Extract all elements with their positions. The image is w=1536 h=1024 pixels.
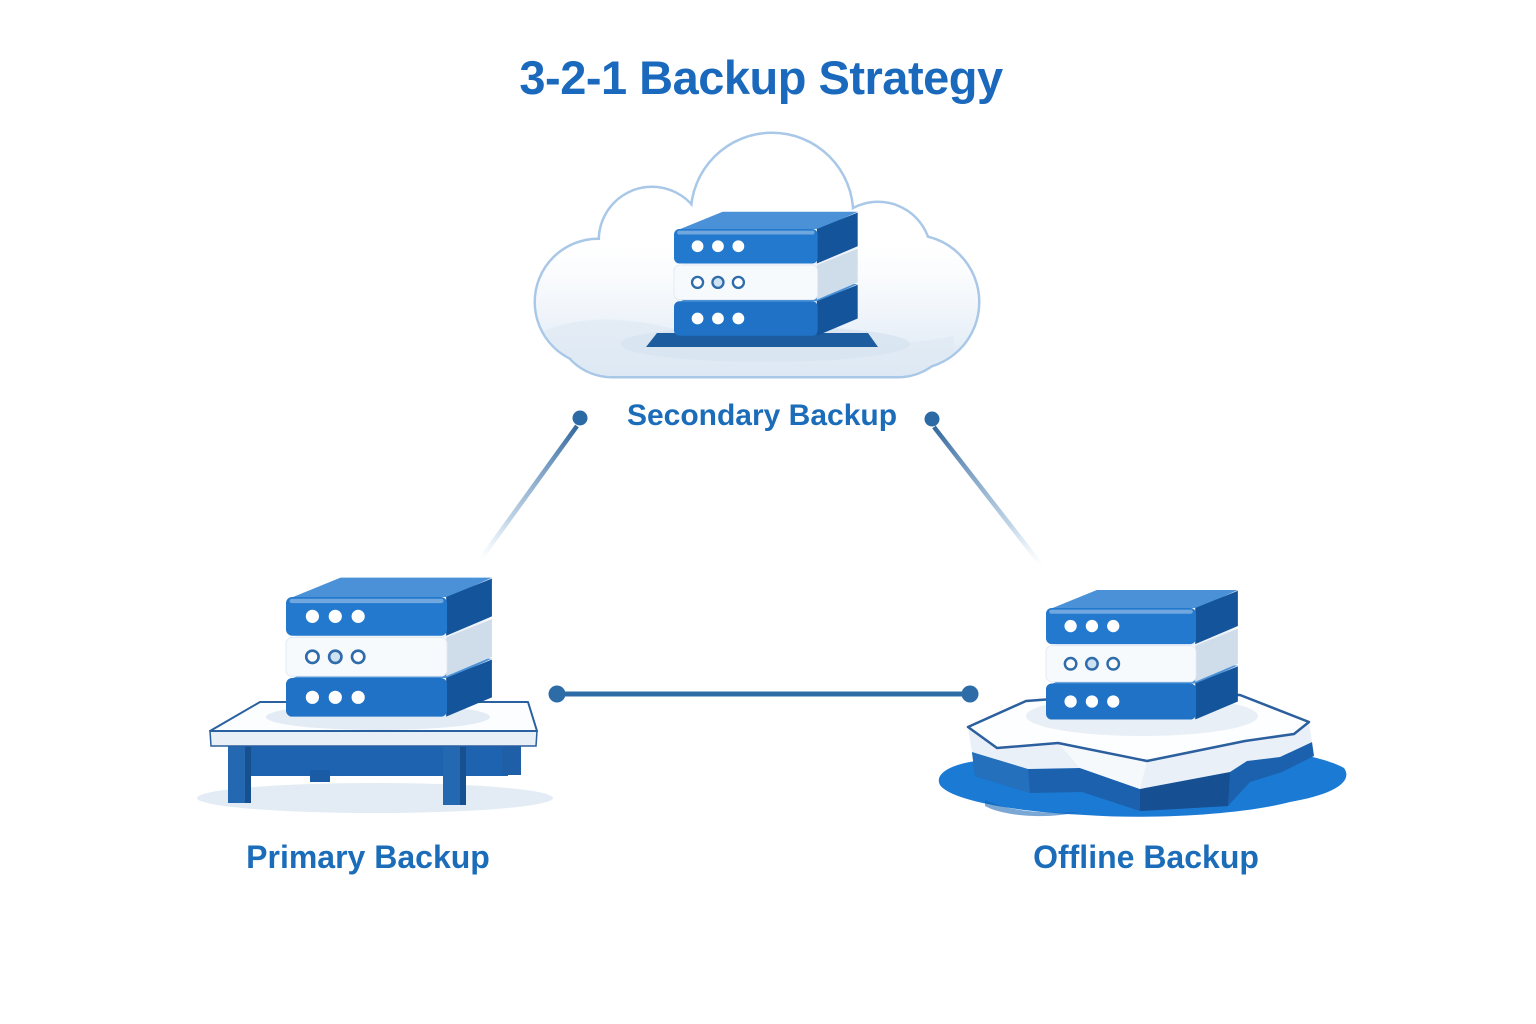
connector-dot: [548, 685, 566, 703]
node-label-primary: Primary Backup: [246, 839, 490, 875]
node-label-secondary: Secondary Backup: [626, 399, 898, 432]
secondary-server-stack-icon: [672, 210, 859, 337]
table-icon: [197, 576, 553, 813]
connector-line-primary-offline: [548, 685, 979, 703]
connector-dot: [572, 410, 588, 426]
connector-line-secondary-offline: [924, 411, 1044, 568]
offline-server-stack-icon: [1044, 588, 1240, 721]
water-ripple: [985, 800, 1078, 817]
node-label-offline: Offline Backup: [1033, 839, 1259, 875]
iceberg-scene: [938, 588, 1347, 817]
page-title: 3-2-1 Backup Strategy: [519, 51, 1003, 104]
server-platform: [646, 333, 878, 347]
cloud-icon: [533, 131, 981, 379]
connector-line-secondary-primary: [478, 410, 588, 562]
primary-server-stack-icon: [284, 576, 494, 718]
connector-dot: [961, 685, 979, 703]
table-leg: [443, 742, 466, 805]
connector-dot: [924, 411, 940, 427]
table-leg: [228, 742, 251, 803]
